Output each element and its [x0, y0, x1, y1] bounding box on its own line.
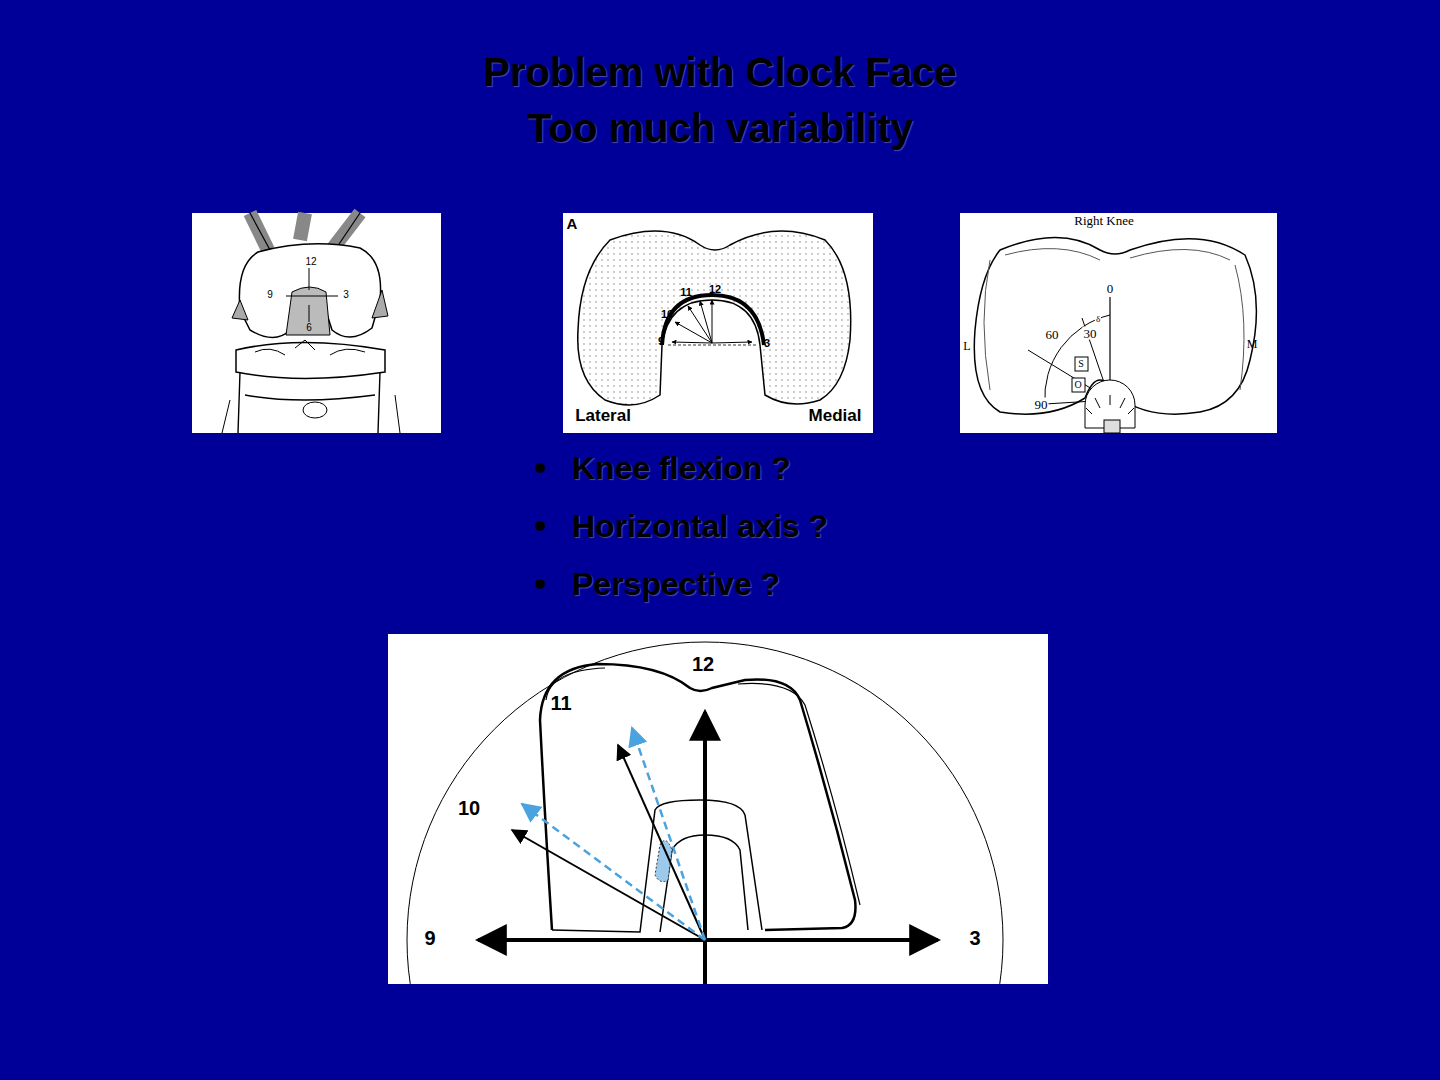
knee-front-figure: [192, 213, 441, 433]
panel-letter: A: [567, 216, 578, 231]
clock-number: 10: [457, 798, 481, 818]
quadrant-figure: [960, 213, 1277, 433]
clock-number: 9: [423, 928, 436, 948]
callout-number: 9: [658, 336, 664, 347]
angle-mark: 0: [1106, 282, 1115, 295]
callout-number: 12: [304, 257, 317, 267]
slide-title: Problem with Clock Face Too much variabi…: [460, 44, 980, 156]
callout-number: 11: [680, 287, 692, 298]
callout-number: 9: [266, 290, 274, 300]
side-label: L: [963, 340, 970, 352]
zone-label: O: [1074, 380, 1081, 390]
side-label: Medial: [809, 407, 862, 424]
clock-number: 11: [549, 693, 572, 713]
bullet-text: Perspective ?: [572, 568, 780, 600]
zone-label: S: [1078, 359, 1084, 369]
callout-number: 3: [764, 338, 770, 349]
angle-mark: 90: [1034, 398, 1049, 411]
clock-face-figure: [388, 634, 1048, 1080]
angle-mark: 30: [1083, 327, 1098, 340]
side-label: M: [1247, 338, 1258, 350]
clock-number: 12: [692, 654, 714, 674]
angle-mark: 60: [1045, 328, 1060, 341]
clock-number: 3: [968, 928, 981, 948]
bullet-dots: [535, 463, 545, 589]
callout-number: 3: [342, 290, 350, 300]
bullet-text: Horizontal axis ?: [572, 510, 828, 542]
side-label: Lateral: [575, 407, 631, 424]
angle-mark: δ: [1095, 315, 1101, 324]
callout-number: 12: [709, 284, 721, 295]
notch-figure: [563, 213, 873, 433]
bullet-text: Knee flexion ?: [572, 452, 791, 484]
callout-number: 6: [306, 323, 312, 333]
callout-number: 10: [661, 309, 673, 320]
figure-title: Right Knee: [1074, 214, 1134, 227]
